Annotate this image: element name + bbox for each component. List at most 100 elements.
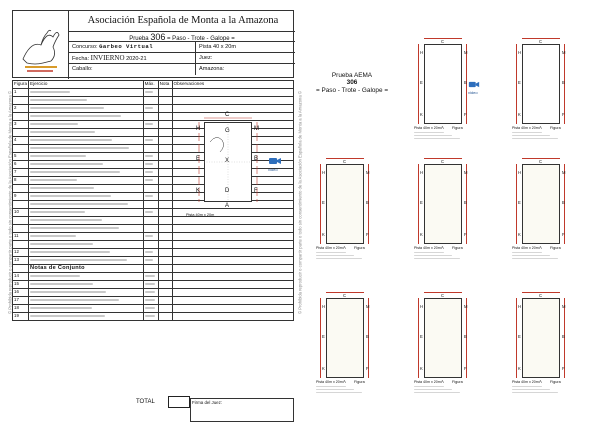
- nota-cell[interactable]: [157, 208, 173, 217]
- max-cell: [142, 256, 159, 265]
- conjunto-row: 15: [11, 280, 295, 289]
- nota-cell[interactable]: [157, 296, 173, 305]
- nota-cell[interactable]: [157, 240, 173, 249]
- blurred-notes: [512, 386, 568, 394]
- nota-cell[interactable]: [157, 248, 173, 257]
- blurred-text: [30, 291, 107, 293]
- nota-cell[interactable]: [157, 120, 173, 129]
- observaciones-cell[interactable]: [171, 88, 295, 97]
- blurred-notes: [414, 252, 470, 260]
- arena-letter-a: A: [539, 379, 542, 384]
- figure-number: 4: [11, 136, 30, 145]
- blurred-text: [30, 163, 104, 165]
- fecha-value: 2020-21: [126, 56, 147, 62]
- blurred-value: [144, 107, 153, 109]
- nota-cell[interactable]: [157, 304, 173, 313]
- arena-letter-c: C: [441, 293, 445, 298]
- arena-letter-c: C: [343, 293, 347, 298]
- nota-cell[interactable]: [157, 128, 173, 137]
- nota-cell[interactable]: [157, 184, 173, 193]
- nota-cell[interactable]: [157, 256, 173, 265]
- arena-letter-c: C: [539, 159, 543, 164]
- nota-cell[interactable]: [157, 144, 173, 153]
- blurred-text: [30, 315, 106, 317]
- blurred-text: [30, 139, 113, 141]
- arena-letter-e: E: [196, 156, 201, 162]
- conjunto-spacer: [11, 264, 30, 273]
- observaciones-cell[interactable]: [171, 232, 295, 241]
- blurred-line: [414, 257, 460, 260]
- arena-letter-k: K: [322, 366, 325, 371]
- nota-cell[interactable]: [157, 152, 173, 161]
- nota-cell[interactable]: [157, 88, 173, 97]
- dimension-line-top: [522, 158, 560, 160]
- video-icon[interactable]: video: [268, 156, 282, 172]
- conjunto-header-row: Notas de Conjunto: [11, 264, 295, 273]
- observaciones-cell[interactable]: [171, 256, 295, 265]
- arena-rectangle: [424, 44, 462, 124]
- blurred-text: [30, 275, 81, 277]
- col-figura: Figura: [11, 80, 30, 89]
- figure-number: [11, 240, 30, 249]
- blurred-text: [30, 155, 87, 157]
- nota-cell[interactable]: [157, 96, 173, 105]
- blurred-value: [144, 91, 153, 93]
- observaciones-cell[interactable]: [171, 248, 295, 257]
- nota-cell[interactable]: [157, 232, 173, 241]
- total-box[interactable]: [168, 396, 190, 408]
- nota-cell[interactable]: [157, 192, 173, 201]
- nota-cell[interactable]: [157, 224, 173, 233]
- exercise-cell: [28, 120, 144, 129]
- nota-cell[interactable]: [157, 112, 173, 121]
- dimension-line-top: [522, 38, 560, 40]
- arena-pista-label: Pista 40m x 20m: [316, 246, 343, 250]
- video-icon[interactable]: video: [468, 80, 480, 95]
- arena-rectangle: [326, 164, 364, 244]
- nota-cell[interactable]: [157, 312, 173, 321]
- observaciones-cell[interactable]: [171, 96, 295, 105]
- exercise-cell: [28, 232, 144, 241]
- exercise-cell: [28, 192, 144, 201]
- nota-cell[interactable]: [157, 136, 173, 145]
- nota-cell[interactable]: [157, 104, 173, 113]
- arena-letter-d: D: [225, 188, 230, 194]
- blurred-text: [30, 227, 120, 229]
- observaciones-cell[interactable]: [171, 304, 295, 313]
- nota-cell[interactable]: [157, 288, 173, 297]
- concurso-value: Garbeo Virtual: [99, 43, 154, 50]
- observaciones-cell[interactable]: [171, 312, 295, 321]
- judge-signature-box[interactable]: Firma del Juez:: [190, 398, 294, 422]
- blurred-line: [512, 137, 558, 140]
- nota-cell[interactable]: [157, 280, 173, 289]
- observaciones-cell[interactable]: [171, 216, 295, 225]
- nota-cell[interactable]: [157, 216, 173, 225]
- association-logo: [13, 11, 69, 79]
- blurred-line: [316, 252, 346, 254]
- figure-number: 5: [11, 152, 30, 161]
- nota-cell[interactable]: [157, 272, 173, 281]
- observaciones-cell[interactable]: [171, 224, 295, 233]
- max-cell: [142, 168, 159, 177]
- observaciones-cell[interactable]: [171, 296, 295, 305]
- exercise-cell: [28, 280, 144, 289]
- observaciones-cell[interactable]: [171, 280, 295, 289]
- observaciones-cell[interactable]: [171, 272, 295, 281]
- caballo-row: Caballo: Amazona:: [69, 64, 295, 75]
- nota-cell[interactable]: [157, 200, 173, 209]
- observaciones-cell[interactable]: [171, 240, 295, 249]
- dimension-line-right: [564, 164, 566, 244]
- arena-rectangle: [522, 164, 560, 244]
- figure-number: 17: [11, 296, 30, 305]
- conjunto-row: 14: [11, 272, 295, 281]
- observaciones-cell[interactable]: [171, 288, 295, 297]
- dimension-line-left: [516, 164, 518, 244]
- nota-cell[interactable]: [157, 168, 173, 177]
- nota-cell[interactable]: [157, 160, 173, 169]
- conjunto-spacer: [157, 264, 173, 273]
- arena-letter-k: K: [420, 232, 423, 237]
- arena-letter-b: B: [562, 334, 565, 339]
- arena-letter-b: B: [562, 200, 565, 205]
- arena-letter-h: H: [518, 50, 522, 55]
- nota-cell[interactable]: [157, 176, 173, 185]
